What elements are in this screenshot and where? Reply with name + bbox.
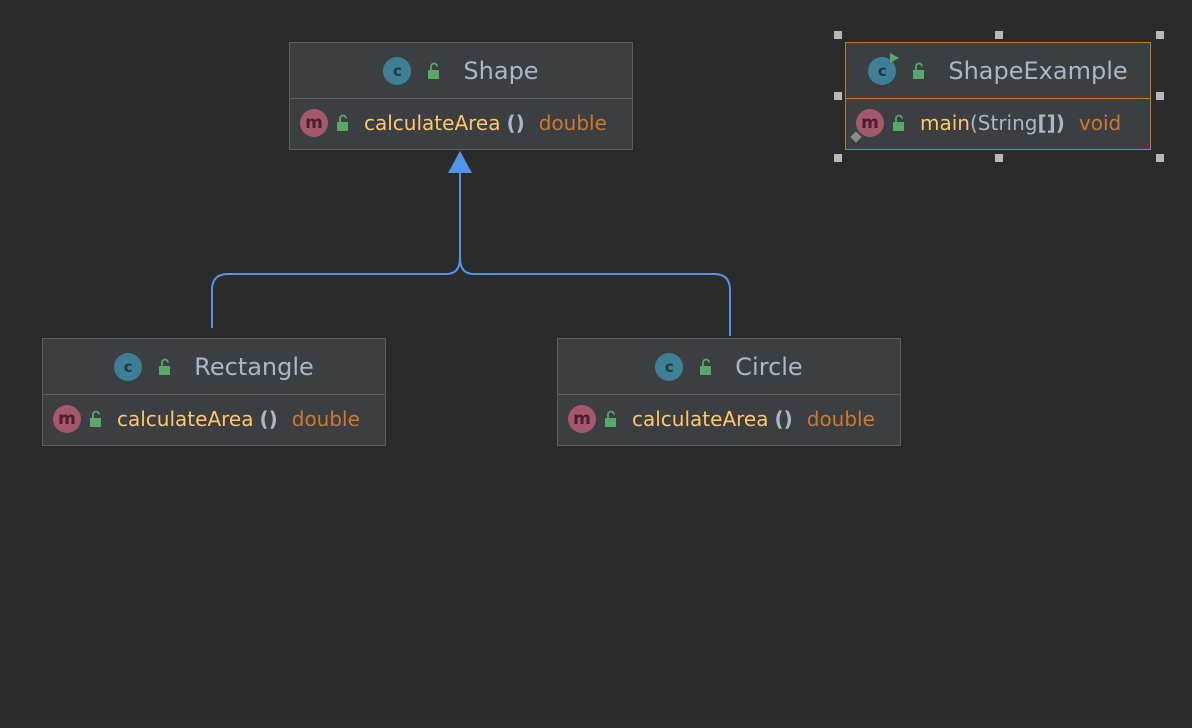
selection-handle-sw[interactable] [834,154,842,162]
method-return-type: double [806,407,875,431]
method-return-type: double [538,111,607,135]
class-header: c ShapeExample [846,43,1150,99]
method-row[interactable]: m calculateArea () double [43,395,385,443]
public-visibility-icon [910,62,928,80]
public-visibility-icon [87,410,105,428]
class-header: c Shape [290,43,632,99]
method-return-type: void [1078,111,1122,135]
method-name: calculateArea [632,407,769,431]
method-icon: m [300,109,328,137]
selection-handle-ne[interactable] [1156,31,1164,39]
edge-rectangle-to-shape[interactable] [211,172,461,328]
method-row[interactable]: m calculateArea () double [558,395,900,443]
method-name: calculateArea [117,407,254,431]
selection-handle-e[interactable] [1156,92,1164,100]
selection-handle-nw[interactable] [834,31,842,39]
inheritance-arrowhead [448,151,472,173]
method-param-close: []) [1037,111,1065,135]
class-name: Circle [735,352,803,381]
edge-circle-to-shape[interactable] [459,257,731,336]
run-badge-icon [890,52,900,63]
selection-handle-w[interactable] [834,92,842,100]
method-name: calculateArea [364,111,501,135]
selection-handle-se[interactable] [1156,154,1164,162]
selection-handle-s[interactable] [995,154,1003,162]
class-icon: c [383,56,412,85]
class-node-circle[interactable]: c Circle m calculateArea () double [557,338,901,446]
public-visibility-icon [334,114,352,132]
class-node-shape[interactable]: c Shape m calculateArea () double [289,42,633,150]
method-params: () [259,407,278,431]
method-icon: m [568,405,596,433]
class-name: ShapeExample [948,56,1128,85]
method-row[interactable]: m main ( String []) void [846,99,1150,147]
static-method-icon: m [850,109,884,143]
method-param-type: String [977,111,1038,135]
method-params: () [506,111,525,135]
class-icon: c [114,352,143,381]
method-return-type: double [291,407,360,431]
class-name: Rectangle [194,352,314,381]
public-visibility-icon [890,114,908,132]
runnable-class-icon: c [868,52,900,85]
class-node-shape-example[interactable]: c ShapeExample m main ( String []) void [845,42,1151,150]
method-icon: m [53,405,81,433]
public-visibility-icon [602,410,620,428]
class-node-rectangle[interactable]: c Rectangle m calculateArea () double [42,338,386,446]
public-visibility-icon [697,358,715,376]
static-badge-icon [850,131,862,143]
method-param-open: ( [969,111,978,135]
method-name: main [920,111,970,135]
public-visibility-icon [156,358,174,376]
method-params: () [774,407,793,431]
class-header: c Circle [558,339,900,395]
selection-handle-n[interactable] [995,31,1003,39]
class-header: c Rectangle [43,339,385,395]
class-name: Shape [463,56,539,85]
public-visibility-icon [425,62,443,80]
method-row[interactable]: m calculateArea () double [290,99,632,147]
class-icon: c [655,352,684,381]
